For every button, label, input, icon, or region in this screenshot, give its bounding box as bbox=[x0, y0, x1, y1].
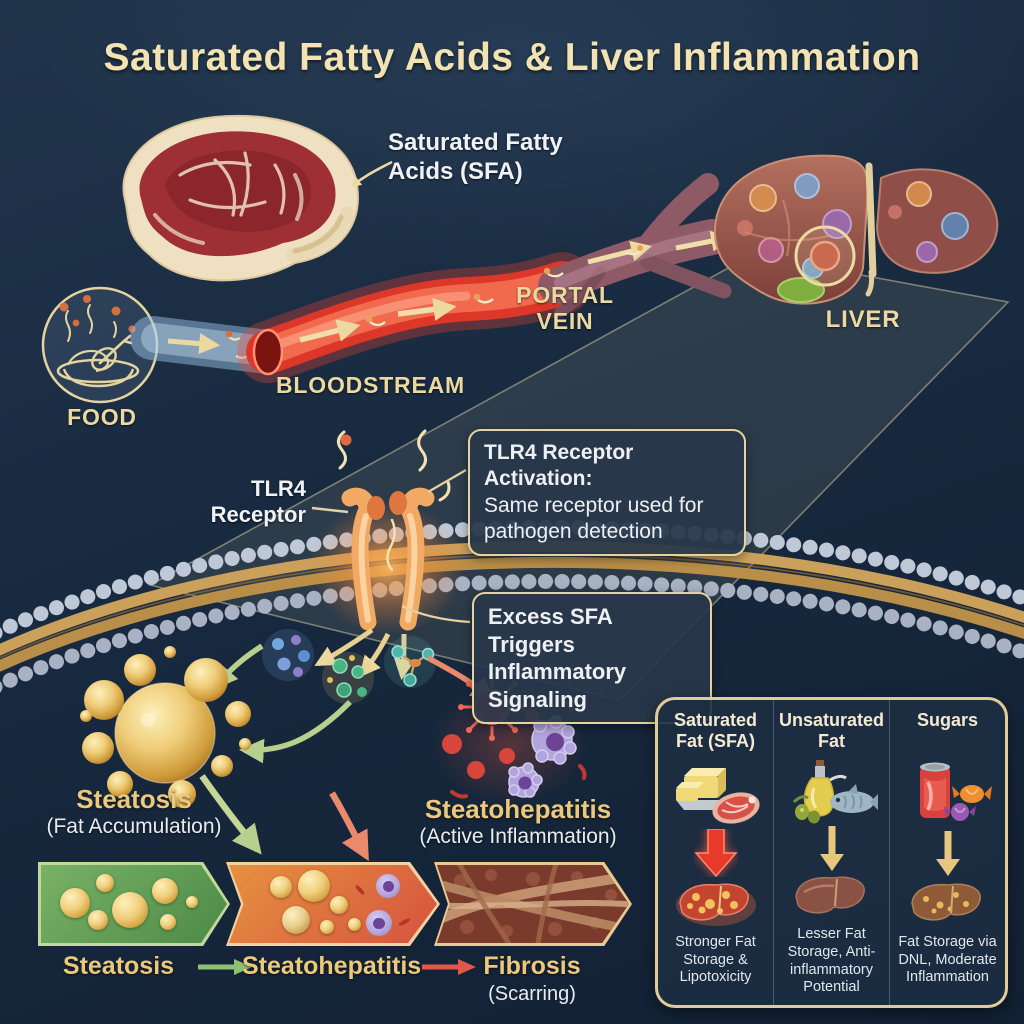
progression-stage3-label: Fibrosis bbox=[483, 952, 581, 980]
signal-molecule-clusters bbox=[262, 629, 436, 704]
progression-stage3-subtitle: (Scarring) bbox=[488, 983, 576, 1005]
saturated-fat-column: Saturated Fat (SFA) bbox=[658, 700, 773, 1005]
steatosis-stage-arrow bbox=[38, 862, 230, 946]
steatohepatitis-outcome-label: Steatohepatitis (Active Inflammation) bbox=[418, 794, 618, 849]
soda-can-icon bbox=[919, 762, 992, 821]
column-description: Lesser Fat Storage, Anti-inflammatory Po… bbox=[787, 926, 876, 996]
olive-oil-icon bbox=[792, 760, 878, 824]
unsaturated-fat-column: Unsaturated Fat bbox=[773, 700, 889, 1005]
red-meat-icon bbox=[711, 792, 760, 824]
healthy-liver-icon bbox=[794, 876, 865, 914]
steatosis-title: Steatosis bbox=[76, 784, 192, 814]
steatosis-outcome-label: Steatosis (Fat Accumulation) bbox=[44, 784, 224, 839]
steatohepatitis-title: Steatohepatitis bbox=[424, 794, 612, 824]
fat-droplet-cluster bbox=[80, 646, 251, 808]
tlr4-label-connector bbox=[311, 506, 349, 514]
portal-vein-label: PORTAL VEIN bbox=[516, 282, 614, 335]
sugars-column: Sugars bbox=[889, 700, 1005, 1005]
column-header: Sugars bbox=[916, 710, 979, 730]
food-label: FOOD bbox=[67, 404, 137, 430]
liver-illustration bbox=[713, 154, 999, 305]
steatohepatitis-subtitle: (Active Inflammation) bbox=[419, 825, 617, 848]
sfa-annotation-arrow bbox=[350, 160, 393, 188]
callout-body: Same receptor used for pathogen detectio… bbox=[484, 493, 704, 543]
activation-callout-connector bbox=[427, 469, 467, 493]
inflamed-liver-icon bbox=[675, 883, 756, 926]
fibrosis-texture bbox=[437, 865, 629, 943]
tlr4-receptor-label: TLR4 Receptor bbox=[210, 476, 306, 528]
sfa-annotation-label: Saturated Fatty Acids (SFA) bbox=[388, 129, 563, 186]
candy-icon bbox=[943, 785, 992, 821]
tlr4-activation-callout: TLR4 Receptor Activation: Same receptor … bbox=[468, 429, 746, 556]
bloodstream-vessel bbox=[237, 252, 593, 383]
progression-stage2-label: Steatohepatitis bbox=[242, 952, 422, 980]
food-circle-icon bbox=[41, 286, 159, 404]
excess-callout-connector bbox=[401, 605, 471, 624]
fat-comparison-panel: Saturated Fat (SFA) bbox=[655, 697, 1008, 1008]
column-header: Unsaturated Fat bbox=[778, 710, 885, 751]
fish-icon bbox=[829, 784, 878, 814]
progression-arrow-red-icon bbox=[422, 959, 476, 975]
steatohepatitis-stage-arrow bbox=[226, 862, 440, 946]
progression-stage1-label: Steatosis bbox=[62, 952, 175, 980]
column-header: Saturated Fat (SFA) bbox=[673, 710, 758, 751]
column-description: Stronger Fat Storage & Lipotoxicity bbox=[675, 934, 756, 986]
fibrosis-stage-arrow bbox=[434, 862, 632, 946]
page-title: Saturated Fatty Acids & Liver Inflammati… bbox=[103, 36, 921, 79]
gold-down-arrow-icon bbox=[819, 826, 844, 872]
bloodstream-label: BLOODSTREAM bbox=[276, 372, 465, 398]
column-description: Fat Storage via DNL, Moderate Inflammati… bbox=[898, 934, 997, 986]
fatty-liver-icon bbox=[910, 883, 981, 921]
portal-vein-vessel bbox=[538, 173, 733, 318]
tlr4-receptor-illustration bbox=[310, 429, 466, 634]
red-down-arrow-icon bbox=[693, 829, 738, 877]
steatosis-subtitle: (Fat Accumulation) bbox=[46, 815, 222, 838]
callout-title: TLR4 Receptor Activation: bbox=[484, 441, 634, 491]
outcome-arrows bbox=[199, 643, 496, 862]
butter-icon bbox=[675, 768, 760, 824]
steak-illustration bbox=[122, 114, 359, 282]
progression-arrow-green-icon bbox=[198, 959, 252, 975]
liver-label: LIVER bbox=[825, 306, 901, 333]
gold-down-arrow-icon bbox=[935, 831, 960, 876]
